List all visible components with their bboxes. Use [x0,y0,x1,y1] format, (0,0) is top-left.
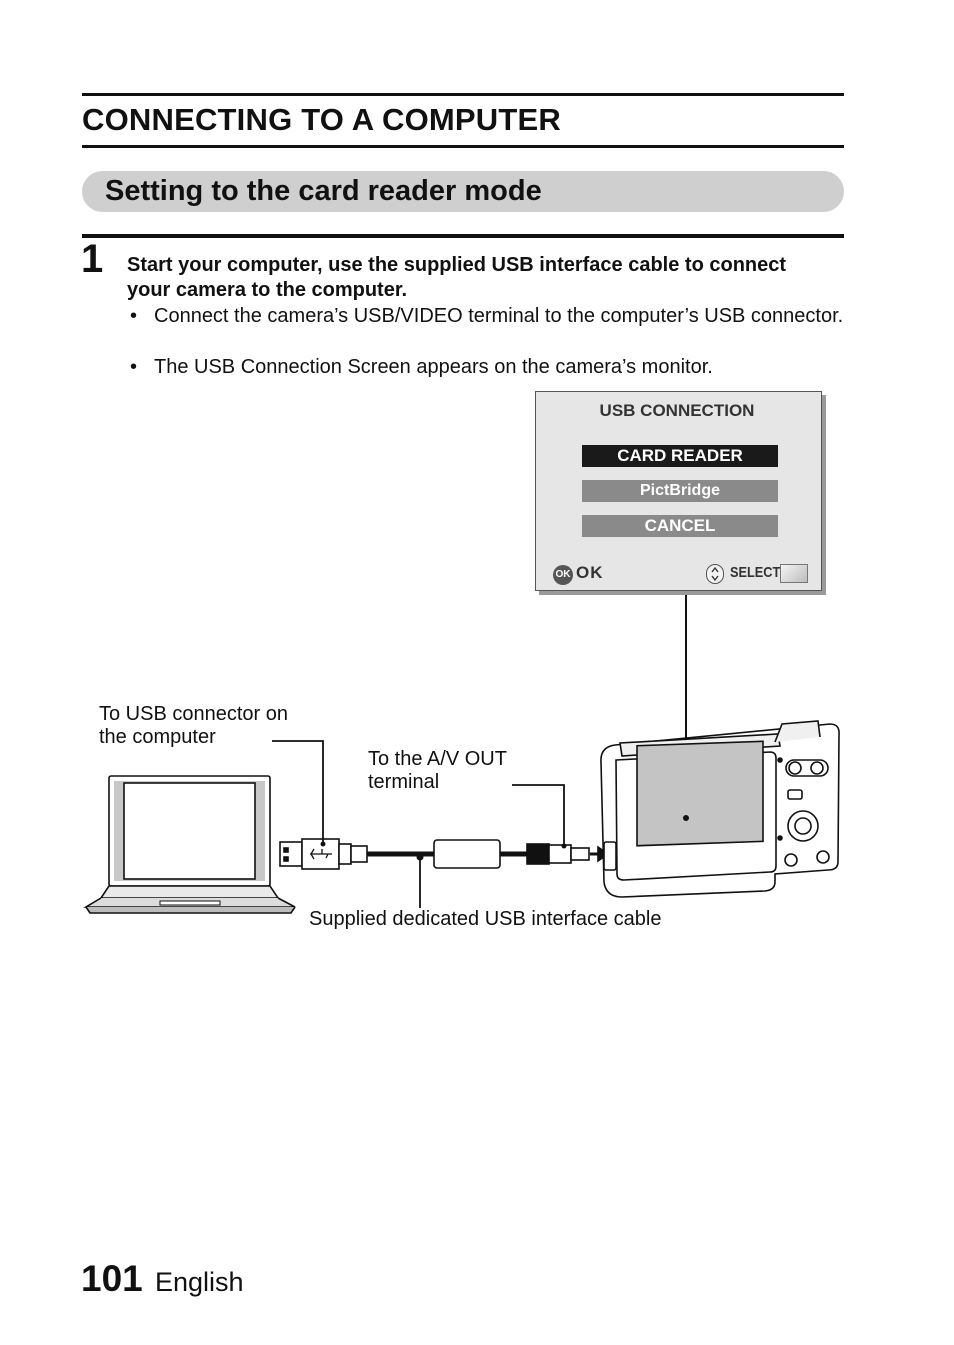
av-terminal-leader [512,784,565,846]
section-title: CONNECTING TO A COMPUTER [82,102,561,137]
usb-screen-title: USB CONNECTION [599,401,755,420]
subsection-banner: Setting to the card reader mode [82,171,844,212]
subsection-title: Setting to the card reader mode [105,175,542,207]
page-language: English [155,1267,244,1297]
menu-option-card-reader[interactable]: CARD READER [582,445,778,467]
ok-button-icon: OK [553,565,573,585]
label-computer-connector: To USB connector on the computer [99,703,288,748]
bullet-text: The USB Connection Screen appears on the… [154,356,713,378]
camera-illustration [600,720,840,898]
computer-connector-leader [272,740,324,844]
bullet-dot: • [130,356,138,378]
label-cable: Supplied dedicated USB interface cable [309,908,662,930]
step-number: 1 [81,237,104,281]
up-down-arrows-icon [706,564,724,584]
bullet-text: Connect the camera’s USB/VIDEO terminal … [154,305,844,327]
bullet-dot: • [130,305,138,327]
select-hint-label: SELECT [730,564,781,581]
menu-option-cancel[interactable]: CANCEL [582,515,778,537]
page-number: 101 [81,1258,143,1299]
bullet-item: • Connect the camera’s USB/VIDEO termina… [130,304,844,329]
ok-hint-label: OK [576,563,604,582]
label-av-terminal: To the A/V OUT terminal [368,748,507,793]
section-underline [82,145,844,148]
bullet-item: • The USB Connection Screen appears on t… [130,355,844,380]
step-heading: Start your computer, use the supplied US… [127,254,787,301]
battery-icon [780,564,808,583]
usb-connection-screen: USB CONNECTION CARD READER PictBridge CA… [535,391,822,591]
laptop-illustration [83,775,296,914]
step-rule [82,234,844,238]
menu-option-pictbridge[interactable]: PictBridge [582,480,778,502]
usb-cable [367,839,528,869]
top-rule [82,93,844,96]
mini-usb-plug [526,843,610,865]
